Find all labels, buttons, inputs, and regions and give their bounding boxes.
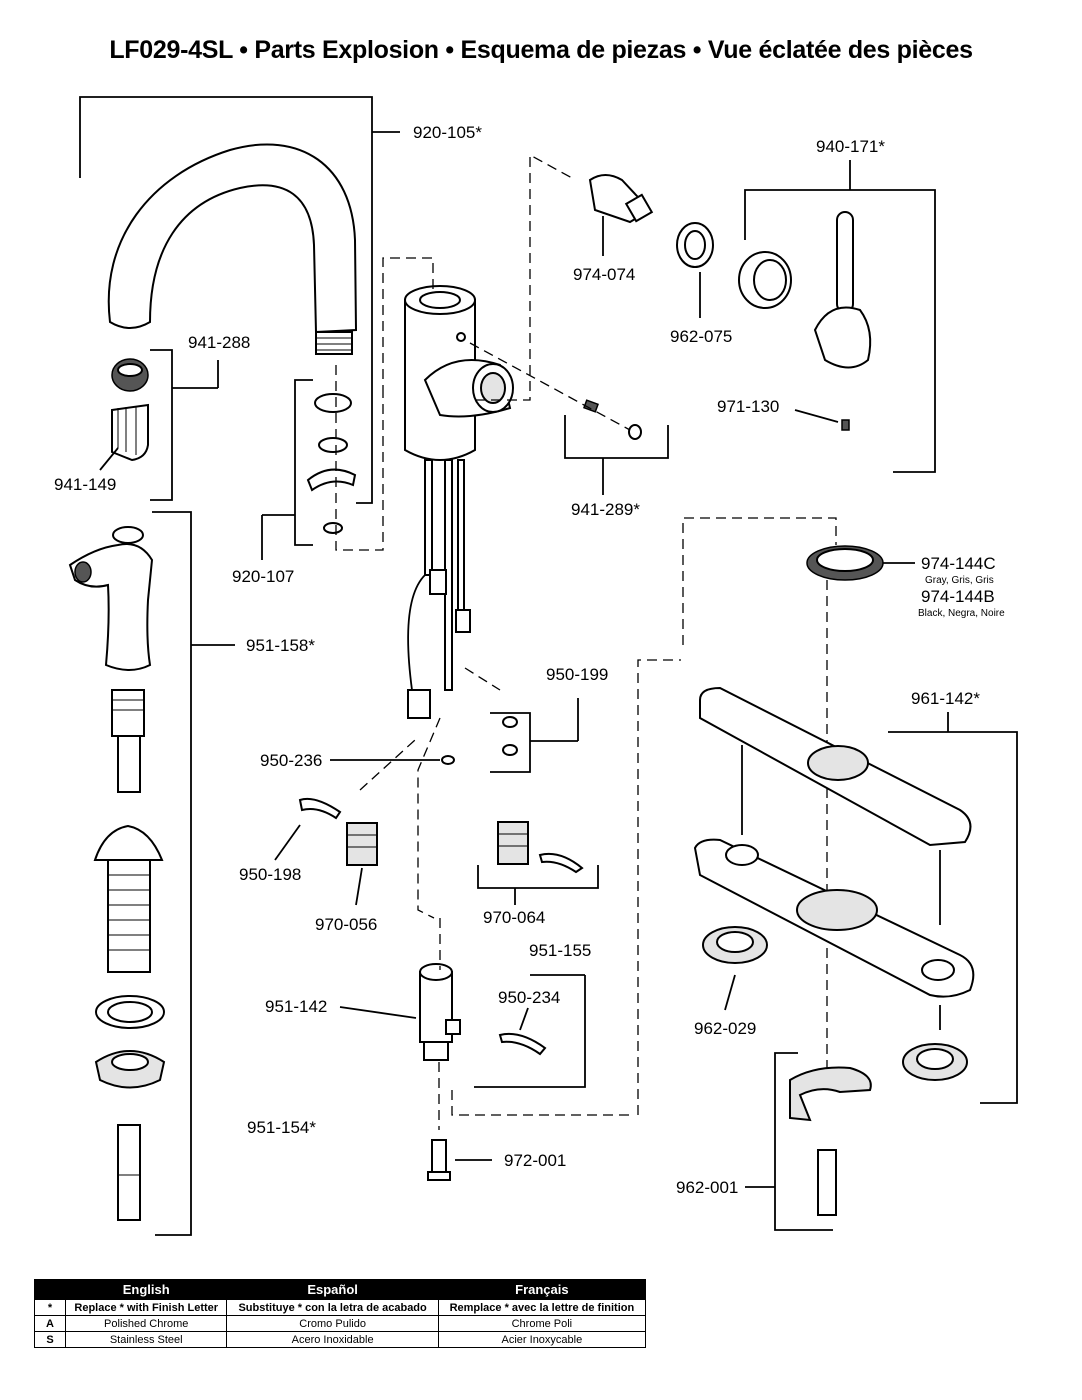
gasket-part — [806, 545, 884, 581]
handle-part — [813, 211, 872, 431]
label-951-155: 951-155 — [529, 941, 591, 960]
label-941-288: 941-288 — [188, 333, 250, 352]
label-950-234: 950-234 — [498, 988, 560, 1007]
cartridge-part — [588, 174, 654, 224]
legend-key: S — [34, 1331, 66, 1348]
parts-explosion-diagram: 920-105* 941-288 941-149 920-107 951-158… — [54, 96, 1018, 1236]
label-972-001: 972-001 — [504, 1151, 566, 1170]
label-941-149: 941-149 — [54, 475, 116, 494]
label-940-171: 940-171* — [816, 137, 885, 156]
faucet-body-part — [404, 285, 514, 719]
label-974-144c: 974-144C — [921, 554, 996, 573]
legend-key: A — [34, 1315, 66, 1332]
label-970-064: 970-064 — [483, 908, 545, 927]
label-962-029: 962-029 — [694, 1019, 756, 1038]
label-962-075: 962-075 — [670, 327, 732, 346]
side-spray-part — [68, 526, 154, 671]
label-941-289: 941-289* — [571, 500, 640, 519]
label-962-001: 962-001 — [676, 1178, 738, 1197]
legend-en: Stainless Steel — [64, 1331, 228, 1348]
bracket-920-105 — [79, 96, 373, 504]
legend-en: Polished Chrome — [64, 1315, 228, 1332]
legend-header-key — [34, 1279, 66, 1300]
legend-fr: Chrome Poli — [437, 1315, 647, 1332]
deck-plate-part — [693, 686, 975, 998]
label-950-198: 950-198 — [239, 865, 301, 884]
label-920-105: 920-105* — [413, 123, 482, 142]
legend-header-espanol: Español — [226, 1279, 439, 1300]
legend-key: * — [34, 1299, 66, 1316]
o-rings-920-107 — [306, 393, 357, 534]
legend-fr: Acier Inoxycable — [437, 1331, 647, 1348]
label-974-074: 974-074 — [573, 265, 635, 284]
label-920-107: 920-107 — [232, 567, 294, 586]
legend-es: Cromo Pulido — [226, 1315, 439, 1332]
legend-header-francais: Français — [437, 1279, 647, 1300]
mounting-nut-part — [702, 926, 968, 1081]
legend-es: Substituye * con la letra de acabado — [226, 1299, 439, 1316]
legend-row: S Stainless Steel Acero Inoxidable Acier… — [34, 1331, 647, 1348]
legend-es: Acero Inoxidable — [226, 1331, 439, 1348]
legend-row: A Polished Chrome Cromo Pulido Chrome Po… — [34, 1315, 647, 1332]
legend-en: Replace * with Finish Letter — [64, 1299, 228, 1316]
label-974-144b: 974-144B — [921, 587, 995, 606]
screw-part — [427, 1139, 451, 1181]
note-974-144c: Gray, Gris, Gris — [925, 575, 994, 586]
note-974-144b: Black, Negra, Noire — [918, 608, 1005, 619]
bonnet-nut-part — [676, 222, 714, 268]
label-950-199: 950-199 — [546, 665, 608, 684]
set-screw-part — [583, 399, 642, 440]
legend-fr: Remplace * avec la lettre de finition — [437, 1299, 647, 1316]
label-961-142: 961-142* — [911, 689, 980, 708]
diverter-part — [419, 963, 547, 1061]
mounting-bracket-part — [789, 1066, 872, 1216]
label-971-130: 971-130 — [717, 397, 779, 416]
spout-part — [107, 143, 358, 355]
label-950-236: 950-236 — [260, 751, 322, 770]
legend-header-english: English — [64, 1279, 228, 1300]
label-951-142: 951-142 — [265, 997, 327, 1016]
label-970-056: 970-056 — [315, 915, 377, 934]
supply-connectors-part — [298, 716, 584, 874]
label-951-158: 951-158* — [246, 636, 315, 655]
page-title: LF029-4SL • Parts Explosion • Esquema de… — [109, 36, 973, 64]
label-951-154: 951-154* — [247, 1118, 316, 1137]
finish-legend-table: English Español Français * Replace * wit… — [34, 1279, 647, 1348]
cap-part — [738, 251, 792, 309]
hose-connector-part — [93, 689, 166, 1221]
legend-row: * Replace * with Finish Letter Substituy… — [34, 1299, 647, 1316]
aerator-part — [111, 358, 149, 462]
